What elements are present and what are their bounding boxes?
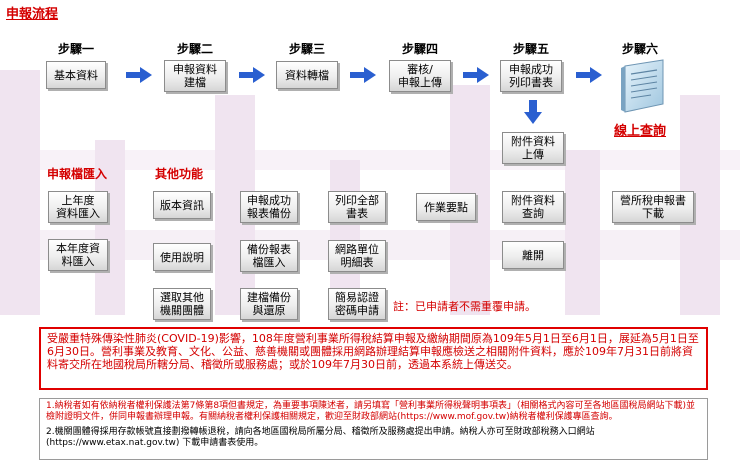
arrow-right-icon [126,67,152,83]
step-6-label: 步驟六 [621,42,658,56]
last-year-import-button[interactable]: 上年度 資料匯入 [48,191,108,223]
note-2: 2.機關團體得採用存款帳號直接劃撥轉帳退稅，請向各地區國稅局所屬分局、稽徵所及服… [46,427,595,448]
step-2-label: 步驟二 [176,42,213,56]
password-apply-button[interactable]: 簡易認證 密碼申請 [328,288,386,320]
reapply-note: 註：已申請者不需重覆申請。 [393,300,536,313]
tax-form-download-button[interactable]: 營所稅申報書 下載 [612,191,694,223]
step-3-label: 步驟三 [288,42,325,56]
backup-restore-button[interactable]: 建檔備份 與還原 [240,288,298,320]
version-info-button[interactable]: 版本資訊 [153,191,211,219]
step-1-label: 步驟一 [57,42,94,56]
select-organization-button[interactable]: 選取其他 機關團體 [153,288,211,320]
operation-guide-button[interactable]: 作業要點 [416,193,476,221]
report-backup-button[interactable]: 申報成功 報表備份 [240,191,298,223]
attachment-upload-button[interactable]: 附件資料 上傳 [502,132,564,164]
user-manual-button[interactable]: 使用說明 [153,243,211,271]
note-1: 1.納稅者如有依納稅者權利保護法第7條第8項但書規定，為重要事項陳述者，請另填寫… [46,401,696,422]
data-conversion-button[interactable]: 資料轉檔 [276,61,338,89]
covid-notice: 受嚴重特殊傳染性肺炎(COVID-19)影響，108年度營利事業所得稅結算申報及… [39,327,708,390]
attachment-query-button[interactable]: 附件資料 查詢 [502,191,564,223]
step-5-label: 步驟五 [512,42,549,56]
this-year-import-button[interactable]: 本年度資 料匯入 [48,239,108,271]
arrow-down-icon [524,100,542,124]
online-query-link[interactable]: 線上查詢 [614,124,667,139]
print-all-forms-button[interactable]: 列印全部 書表 [328,191,386,223]
step-4-label: 步驟四 [401,42,438,56]
notes-box: 1.納稅者如有依納稅者權利保護法第7條第8項但書規定，為重要事項陳述者，請另填寫… [39,398,708,460]
filing-data-entry-button[interactable]: 申報資料 建檔 [164,60,226,92]
print-forms-button[interactable]: 申報成功 列印書表 [500,60,562,92]
exit-button[interactable]: 離開 [502,241,564,269]
page-title: 申報流程 [6,7,59,22]
network-unit-list-button[interactable]: 網路單位 明細表 [328,240,386,272]
online-document-icon[interactable] [617,58,669,114]
import-section-title: 申報檔匯入 [47,167,108,181]
arrow-right-icon [239,67,265,83]
arrow-right-icon [576,67,602,83]
backup-import-button[interactable]: 備份報表 檔匯入 [240,240,298,272]
review-upload-button[interactable]: 審核/ 申報上傳 [389,60,451,92]
other-functions-title: 其他功能 [155,167,204,181]
arrow-right-icon [350,67,376,83]
arrow-right-icon [463,67,489,83]
basic-data-button[interactable]: 基本資料 [46,61,106,89]
